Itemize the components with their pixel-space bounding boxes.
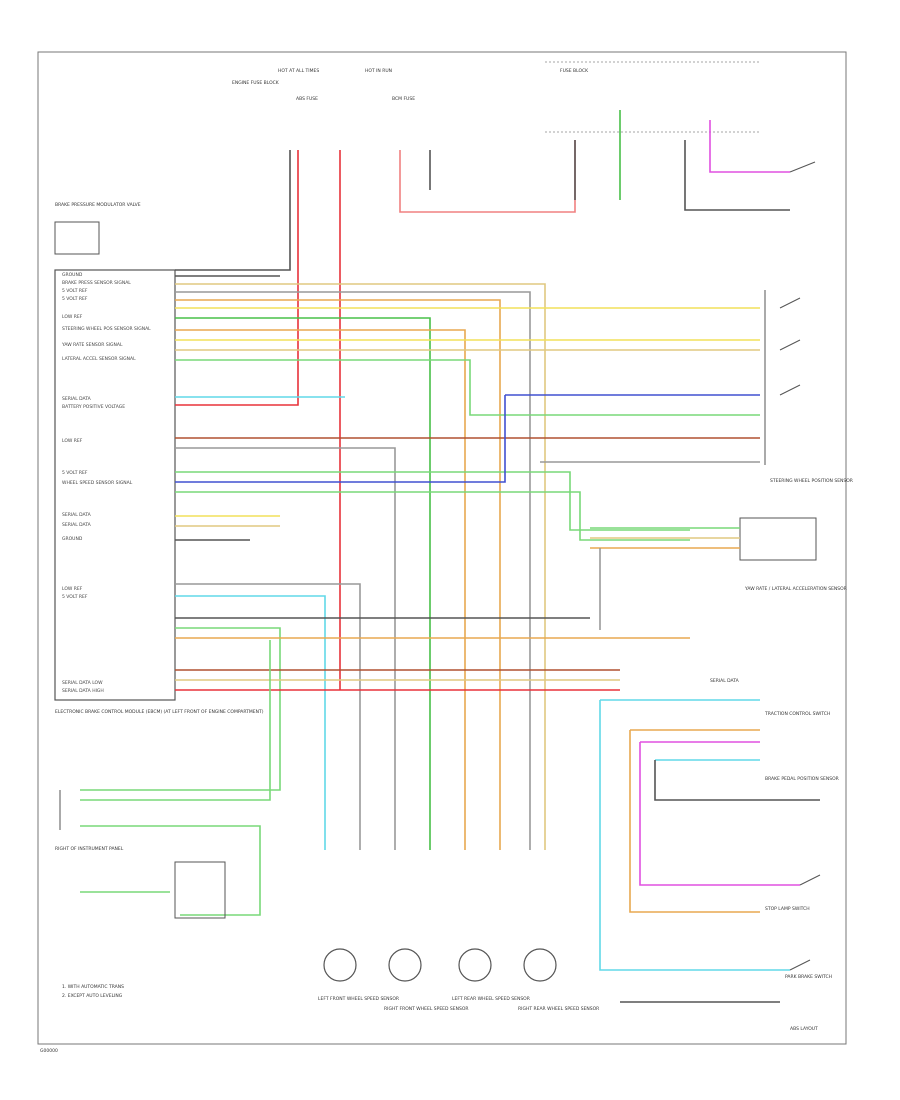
svg-text:SERIAL DATA: SERIAL DATA [62,396,92,402]
svg-text:YAW RATE SENSOR SIGNAL: YAW RATE SENSOR SIGNAL [61,342,123,348]
svg-text:ABS FUSE: ABS FUSE [296,96,318,102]
yaw-sensor-module [739,517,817,561]
brake-pressure-label: BRAKE PRESSURE MODULATOR VALVE [55,202,141,208]
svg-text:STOP LAMP SWITCH: STOP LAMP SWITCH [765,906,810,912]
svg-text:LOW REF: LOW REF [62,586,83,592]
svg-text:LOW REF: LOW REF [62,314,83,320]
svg-text:SERIAL DATA LOW: SERIAL DATA LOW [62,680,103,686]
svg-text:WHEEL SPEED SENSOR SIGNAL: WHEEL SPEED SENSOR SIGNAL [62,480,133,486]
svg-text:BCM FUSE: BCM FUSE [392,96,415,102]
svg-text:SERIAL DATA: SERIAL DATA [62,512,92,518]
left-bottom-label: RIGHT OF INSTRUMENT PANEL [55,846,124,852]
svg-text:5 VOLT REF: 5 VOLT REF [62,594,88,600]
svg-text:STEERING WHEEL POS SENSOR SIGN: STEERING WHEEL POS SENSOR SIGNAL [62,326,151,332]
svg-text:BATTERY POSITIVE VOLTAGE: BATTERY POSITIVE VOLTAGE [62,404,125,410]
svg-text:5 VOLT REF: 5 VOLT REF [62,296,88,302]
svg-text:HOT AT ALL TIMES: HOT AT ALL TIMES [278,68,319,74]
brake-pressure-sensor [54,221,100,255]
diagram-frame [37,51,847,1045]
footer-code: G00000 [40,1048,58,1054]
wheel-speed-sensors: LEFT FRONT WHEEL SPEED SENSOR RIGHT FRON… [318,948,599,1012]
svg-text:GROUND: GROUND [62,536,83,542]
ebcm-module [54,269,176,701]
svg-text:RIGHT REAR WHEEL SPEED SENSOR: RIGHT REAR WHEEL SPEED SENSOR [518,1006,599,1012]
svg-text:SERIAL DATA: SERIAL DATA [710,678,740,684]
svg-text:GROUND: GROUND [62,272,83,278]
svg-text:LOW REF: LOW REF [62,438,83,444]
svg-text:LEFT REAR WHEEL SPEED SENSOR: LEFT REAR WHEEL SPEED SENSOR [452,996,530,1002]
ebcm-pin-labels: GROUND BRAKE PRESS SENSOR SIGNAL 5 VOLT … [61,272,151,694]
svg-text:SERIAL DATA: SERIAL DATA [62,522,92,528]
top-fuse-labels: HOT AT ALL TIMES HOT IN RUN ABS FUSE BCM… [232,68,589,102]
svg-text:LEFT FRONT WHEEL SPEED SENSOR: LEFT FRONT WHEEL SPEED SENSOR [318,996,399,1002]
svg-text:ENGINE FUSE BLOCK: ENGINE FUSE BLOCK [232,80,280,86]
left-lower-module [174,861,226,919]
svg-text:BRAKE PRESS SENSOR SIGNAL: BRAKE PRESS SENSOR SIGNAL [62,280,131,286]
svg-text:BRAKE PEDAL POSITION SENSOR: BRAKE PEDAL POSITION SENSOR [765,776,839,782]
svg-text:YAW RATE / LATERAL ACCELERATIO: YAW RATE / LATERAL ACCELERATION SENSOR [744,586,847,592]
switches [779,161,821,971]
note-2: 2. EXCEPT AUTO LEVELING [62,993,123,999]
svg-text:RIGHT FRONT WHEEL SPEED SENSOR: RIGHT FRONT WHEEL SPEED SENSOR [384,1006,469,1012]
svg-text:STEERING WHEEL POSITION SENSOR: STEERING WHEEL POSITION SENSOR [770,478,853,484]
svg-text:5 VOLT REF: 5 VOLT REF [62,288,88,294]
svg-text:TRACTION CONTROL SWITCH: TRACTION CONTROL SWITCH [764,711,830,717]
ebcm-caption: ELECTRONIC BRAKE CONTROL MODULE (EBCM) (… [55,709,264,715]
svg-text:5 VOLT REF: 5 VOLT REF [62,470,88,476]
note-1: 1. WITH AUTOMATIC TRANS [62,984,124,990]
footer-right: ABS LAYOUT [790,1026,818,1032]
right-labels: STEERING WHEEL POSITION SENSOR YAW RATE … [710,478,853,980]
svg-text:LATERAL ACCEL SENSOR SIGNAL: LATERAL ACCEL SENSOR SIGNAL [62,356,136,362]
svg-text:FUSE BLOCK: FUSE BLOCK [560,68,589,74]
svg-text:SERIAL DATA HIGH: SERIAL DATA HIGH [62,688,104,694]
svg-text:PARK BRAKE SWITCH: PARK BRAKE SWITCH [785,974,832,980]
svg-text:HOT IN RUN: HOT IN RUN [365,68,392,74]
